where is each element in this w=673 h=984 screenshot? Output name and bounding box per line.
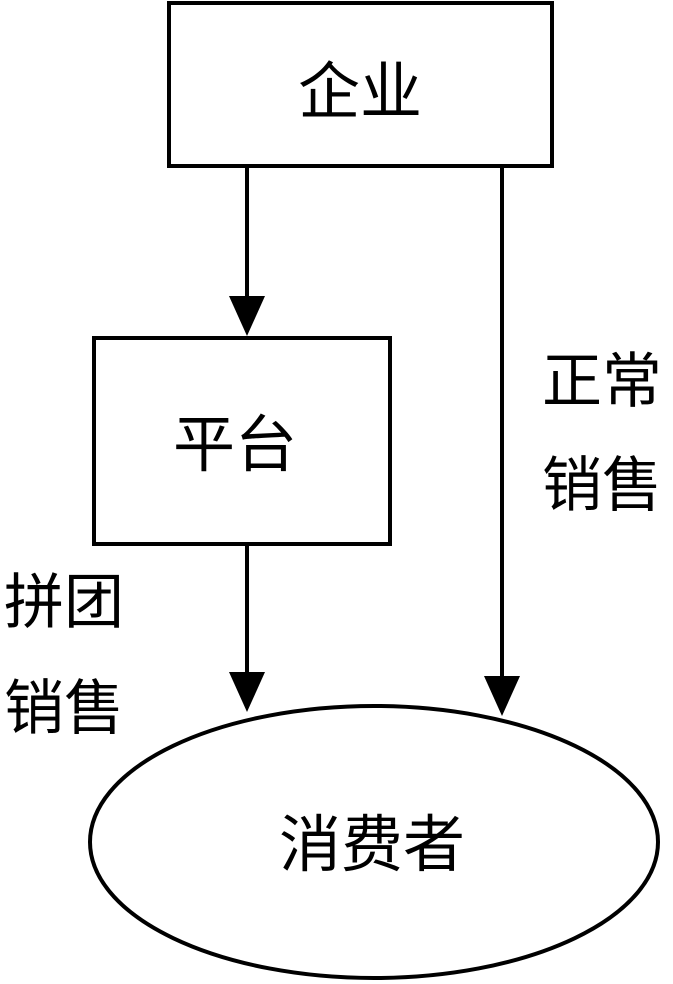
group-buying-label-line2: 销售 — [4, 674, 124, 744]
enterprise-label: 企业 — [298, 55, 422, 128]
group-buying-label-line1: 拼团 — [4, 568, 124, 638]
enterprise-box — [167, 1, 554, 168]
arrow-enterprise-to-platform — [229, 166, 265, 336]
normal-sales-label-line2: 销售 — [542, 451, 662, 521]
arrowhead-icon — [229, 672, 265, 712]
consumer-label: 消费者 — [279, 808, 465, 881]
arrowhead-icon — [229, 296, 265, 336]
normal-sales-label-line1: 正常 — [542, 347, 662, 417]
arrow-enterprise-to-consumer — [484, 166, 520, 716]
arrowhead-icon — [484, 676, 520, 716]
consumer-ellipse — [88, 704, 660, 980]
platform-box — [92, 336, 392, 546]
arrow-platform-to-consumer — [229, 544, 265, 712]
platform-label: 平台 — [173, 408, 297, 481]
